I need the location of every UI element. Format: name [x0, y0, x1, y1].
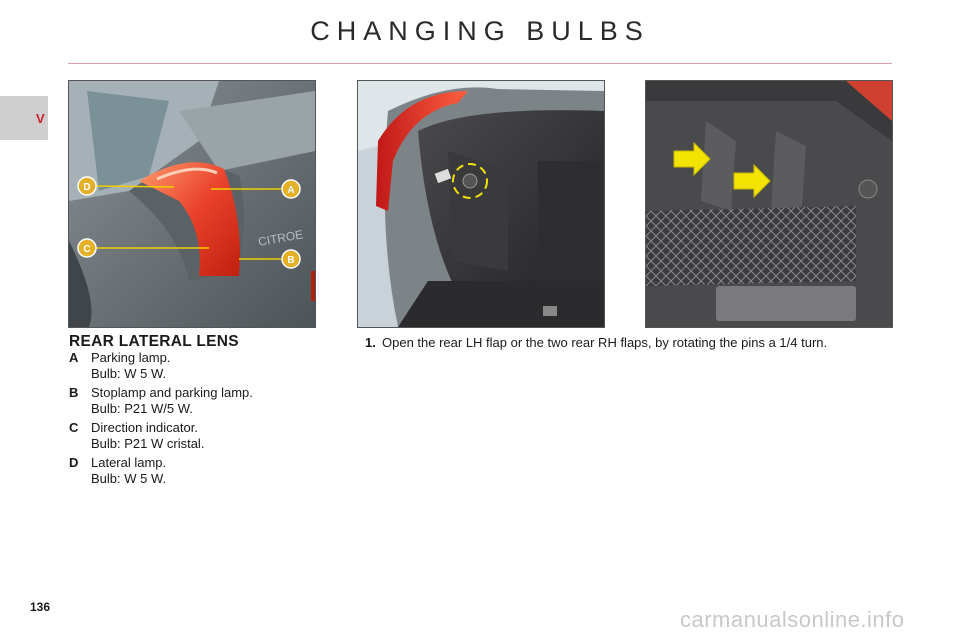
bulb-type: Bulb: P21 W/5 W. [91, 401, 193, 416]
bulb-type: Bulb: W 5 W. [91, 471, 167, 486]
bulb-type: Bulb: P21 W cristal. [91, 436, 205, 451]
boot-rh-flaps-photo [645, 80, 893, 328]
watermark: carmanualsonline.info [680, 607, 905, 632]
page-number: 136 [30, 600, 51, 614]
bulb-legend: A Parking lamp. Bulb: W 5 W. B Stoplamp … [69, 350, 329, 490]
legend-item: C Direction indicator. Bulb: P21 W crist… [69, 420, 329, 452]
legend-item: A Parking lamp. Bulb: W 5 W. [69, 350, 329, 382]
legend-item: B Stoplamp and parking lamp. Bulb: P21 W… [69, 385, 329, 417]
callout-d-badge: D [77, 176, 97, 196]
arrow-icon [733, 163, 771, 199]
legend-letter: A [69, 350, 79, 365]
callout-b-badge: B [281, 249, 301, 269]
boot-lh-flap-photo [357, 80, 605, 328]
title-divider [68, 63, 892, 64]
lamp-name: Lateral lamp. [91, 455, 167, 470]
legend-letter: B [69, 385, 79, 400]
step-text: Open the rear LH flap or the two rear RH… [382, 335, 828, 350]
legend-item: D Lateral lamp. Bulb: W 5 W. [69, 455, 329, 487]
arrow-icon [673, 141, 711, 177]
bulb-type: Bulb: W 5 W. [91, 366, 167, 381]
chapter-letter: V [36, 111, 45, 126]
callout-c: C [83, 244, 90, 255]
page-title: CHANGING BULBS [310, 16, 650, 46]
step-number: 1. [365, 335, 376, 350]
callout-a-badge: A [281, 179, 301, 199]
chapter-tab [0, 96, 48, 140]
callout-d: D [83, 182, 90, 193]
callout-b: B [287, 255, 294, 266]
legend-letter: C [69, 420, 79, 435]
section-heading: REAR LATERAL LENS [69, 333, 239, 350]
instruction-step: 1. Open the rear LH flap or the two rear… [365, 335, 885, 350]
callout-a: A [287, 185, 294, 196]
lamp-name: Parking lamp. [91, 350, 171, 365]
lamp-name: Stoplamp and parking lamp. [91, 385, 253, 400]
legend-letter: D [69, 455, 79, 470]
lamp-name: Direction indicator. [91, 420, 198, 435]
callout-c-badge: C [77, 238, 97, 258]
rear-lamp-photo: CITROE D A C B [68, 80, 316, 328]
